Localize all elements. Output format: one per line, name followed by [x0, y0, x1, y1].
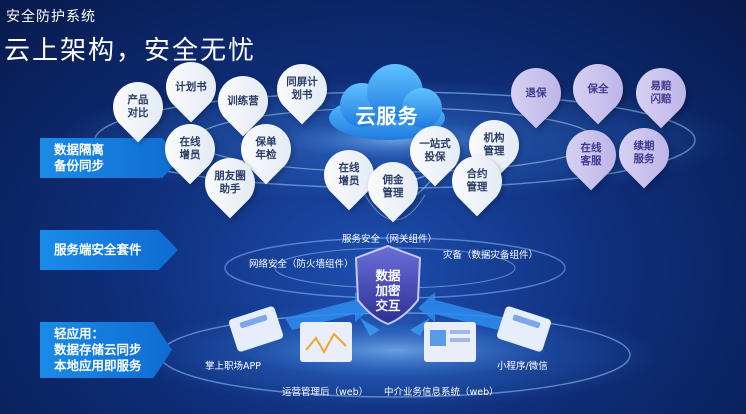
feature-pin-preservation[interactable]: 保全 — [562, 53, 634, 125]
caption-agency-web: 中介业务信息系统（web） — [384, 387, 499, 398]
shield-icon — [354, 244, 422, 326]
label-server-security-suite: 服务端安全套件 — [40, 230, 178, 270]
page-title: 云上架构，安全无忧 — [4, 36, 257, 66]
feature-pin-online-service[interactable]: 在线 客服 — [555, 119, 627, 191]
feature-pin-plan[interactable]: 计划书 — [155, 51, 227, 123]
caption-miniapp: 小程序/微信 — [497, 361, 548, 372]
feature-pin-screen-share-plan[interactable]: 同屏计 划书 — [266, 53, 338, 125]
feature-pin-moments-helper[interactable]: 朋友圈 助手 — [194, 147, 266, 219]
cloud-service-label: 云服务 — [355, 104, 419, 128]
feature-pin-contract-management[interactable]: 合约 管理 — [441, 145, 513, 217]
feature-pin-product-compare[interactable]: 产品 对比 — [102, 71, 174, 143]
miniapp-icon — [496, 306, 552, 352]
label-light-app: 轻应用： 数据存储云同步 本地应用即服务 — [40, 322, 172, 378]
feature-pin-renewal-service[interactable]: 续期 服务 — [608, 117, 680, 189]
agency-web-icon — [424, 322, 476, 362]
label-data-isolation: 数据隔离 备份同步 — [40, 138, 182, 178]
ops-web-icon — [300, 322, 352, 362]
caption-mobile-app: 掌上职场APP — [205, 361, 261, 372]
shield-label: 数据 加密 交互 — [375, 268, 401, 313]
caption-ops-web: 运营管理后（web） — [282, 387, 369, 398]
feature-pin-quick-claim[interactable]: 易赔 闪赔 — [625, 57, 697, 129]
feature-pin-surrender[interactable]: 退保 — [500, 57, 572, 129]
cloud-icon — [329, 64, 445, 140]
caption-service-security: 服务安全（网关组件） — [342, 234, 438, 245]
mobile-app-icon — [228, 306, 284, 352]
caption-disaster-recovery: 灾备（数据灾备组件） — [443, 250, 539, 261]
page-subtitle: 安全防护系统 — [6, 9, 96, 25]
caption-network-security: 网络安全（防火墙组件） — [249, 259, 354, 270]
